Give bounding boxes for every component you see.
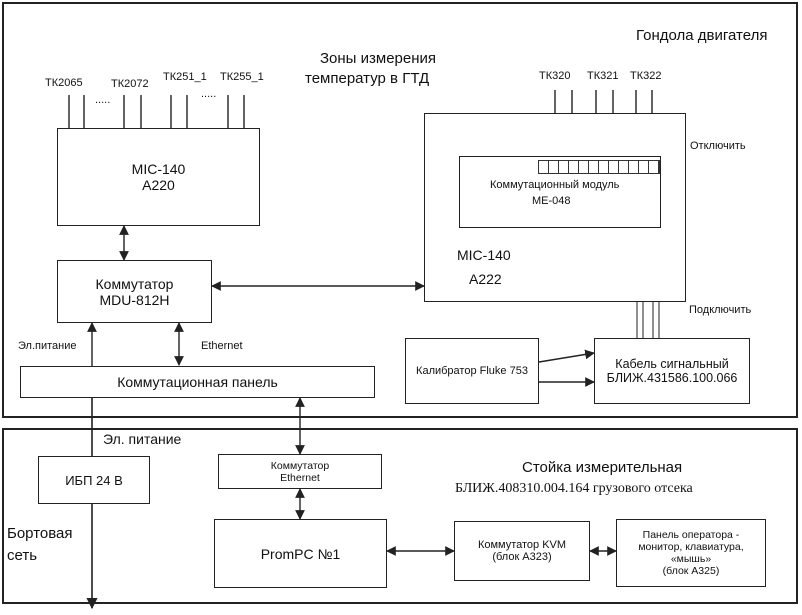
module-line1: Коммутационный модуль — [490, 179, 620, 191]
kvm-line2: (блок А323) — [492, 551, 552, 563]
power-label-bottom: Эл. питание — [103, 431, 182, 447]
switch-panel-box: Коммутационная панель — [20, 366, 375, 398]
power-label-top: Эл.питание — [18, 340, 77, 352]
dots-label-1: ..... — [95, 94, 111, 106]
sensor-label-tk321: ТК321 — [587, 70, 619, 82]
switch-panel-label: Коммутационная панель — [117, 374, 278, 390]
zones-title-line2: температур в ГТД — [305, 70, 430, 87]
sensor-label-tk255: ТК255_1 — [220, 71, 264, 83]
mic140-a222-line2: A222 — [469, 271, 502, 287]
mic140-a222-line1: MIC-140 — [457, 247, 511, 263]
kvm-line1: Коммутатор KVM — [477, 539, 567, 551]
switch-mdu-line2: MDU-812H — [99, 291, 170, 308]
sensor-label-tk320: ТК320 — [539, 70, 571, 82]
operator-line2: монитор, клавиатура, — [638, 541, 744, 553]
onboard-line1: Бортовая — [7, 525, 73, 542]
signal-cable-box: Кабель сигнальный БЛИЖ.431586.100.066 — [594, 338, 750, 404]
ethernet-label: Ethernet — [201, 340, 243, 352]
cable-line1: Кабель сигнальный — [615, 357, 729, 371]
sensor-label-tk251: ТК251_1 — [163, 71, 207, 83]
switch-mdu-line1: Коммутатор — [95, 275, 174, 292]
kvm-switch-box: Коммутатор KVM (блок А323) — [454, 521, 590, 581]
prompc-label: PromPC №1 — [260, 545, 341, 562]
operator-line1: Панель оператора - — [642, 529, 740, 541]
module-line2: МЕ-048 — [532, 195, 571, 207]
dots-label-2: ..... — [201, 88, 217, 100]
rack-title-line2: БЛИЖ.408310.004.164 грузового отсека — [455, 481, 693, 496]
operator-line4: (блок А325) — [662, 565, 720, 577]
cable-line2: БЛИЖ.431586.100.066 — [606, 371, 738, 385]
gondola-title: Гондола двигателя — [636, 27, 768, 44]
mic140-a220-line2: A220 — [142, 177, 175, 193]
mic140-a220-line1: MIC-140 — [131, 161, 186, 177]
zones-title-line1: Зоны измерения — [320, 50, 437, 67]
operator-panel-box: Панель оператора - монитор, клавиатура, … — [616, 519, 766, 587]
operator-line3: «мышь» — [670, 553, 712, 565]
terminal-strip — [538, 160, 660, 174]
eth-switch-line2: Ethernet — [280, 471, 320, 484]
connect-label: Подключить — [689, 304, 752, 316]
switch-mdu812h-box: Коммутатор MDU-812H — [57, 260, 212, 323]
ups-box: ИБП 24 В — [38, 456, 150, 504]
sensor-label-tk2065: ТК2065 — [45, 77, 83, 89]
ups-label: ИБП 24 В — [65, 472, 123, 488]
mic140-a220-box: MIC-140 A220 — [57, 128, 260, 226]
disconnect-label: Отключить — [690, 140, 746, 152]
switch-module-me048: Коммутационный модуль МЕ-048 — [459, 156, 661, 228]
calibrator-label: Калибратор Fluke 753 — [416, 365, 528, 377]
onboard-line2: сеть — [7, 547, 38, 564]
sensor-label-tk2072: ТК2072 — [111, 78, 149, 90]
sensor-label-tk322: ТК322 — [630, 70, 662, 82]
calibrator-box: Калибратор Fluke 753 — [405, 338, 539, 404]
rack-title-line1: Стойка измерительная — [522, 459, 683, 476]
ethernet-switch-box: Коммутатор Ethernet — [218, 454, 382, 489]
calibrator-cable-link-1 — [538, 349, 595, 363]
prompc-box: PromPC №1 — [214, 519, 387, 588]
eth-switch-line1: Коммутатор — [270, 459, 330, 472]
